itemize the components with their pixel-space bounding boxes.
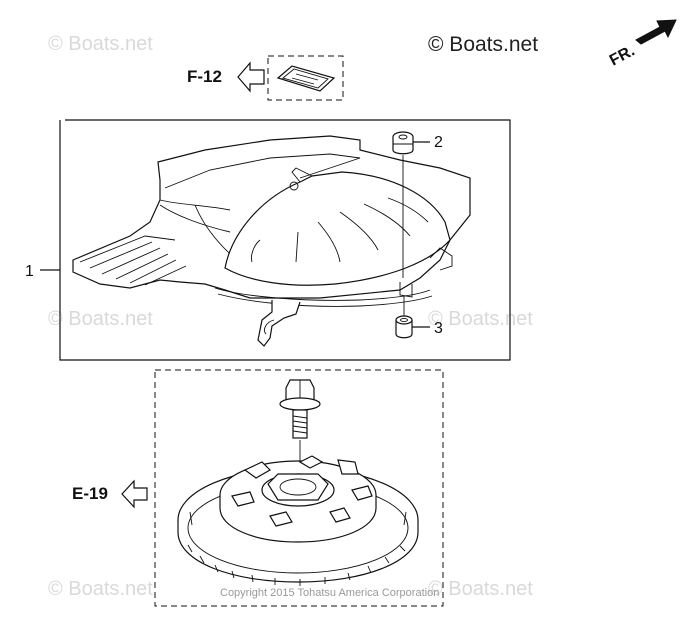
callout-part1: 1 (25, 263, 34, 280)
watermark-bottom-right: © Boats.net (428, 578, 533, 600)
watermark-top-left: © Boats.net (48, 33, 153, 55)
collar-part3: 3 (395, 296, 443, 339)
starter-reel (177, 455, 419, 586)
flange-bolt (279, 379, 321, 478)
front-direction-indicator: FR. (607, 19, 677, 70)
decal-plate-icon (276, 65, 336, 92)
front-label: FR. (607, 42, 638, 69)
reference-arrow-icon (237, 61, 265, 93)
reference-e19-box (154, 369, 444, 607)
reference-f12: F-12 (187, 55, 344, 101)
reference-e19-label: E-19 (72, 484, 108, 503)
reference-f12-box (267, 55, 344, 101)
callout-part3: 3 (434, 320, 443, 337)
copyright-footer: Copyright 2015 Tohatsu America Corporati… (220, 587, 439, 599)
reference-arrow-icon (121, 479, 148, 509)
front-arrow-icon (635, 19, 677, 45)
reel-teeth (187, 544, 406, 586)
reference-e19: E-19 (72, 369, 444, 607)
watermark-main: © Boats.net (428, 33, 538, 56)
recoil-starter-cover (72, 135, 471, 347)
part1-group-frame: 1 (25, 119, 511, 361)
reference-f12-label: F-12 (187, 67, 222, 86)
vent-slots (251, 197, 429, 263)
grommet-part2: 2 (392, 131, 443, 278)
watermark-mid-left: © Boats.net (48, 308, 153, 330)
callout-part2: 2 (434, 134, 443, 151)
watermark-bottom-left: © Boats.net (48, 578, 153, 600)
watermark-mid-right: © Boats.net (428, 308, 533, 330)
